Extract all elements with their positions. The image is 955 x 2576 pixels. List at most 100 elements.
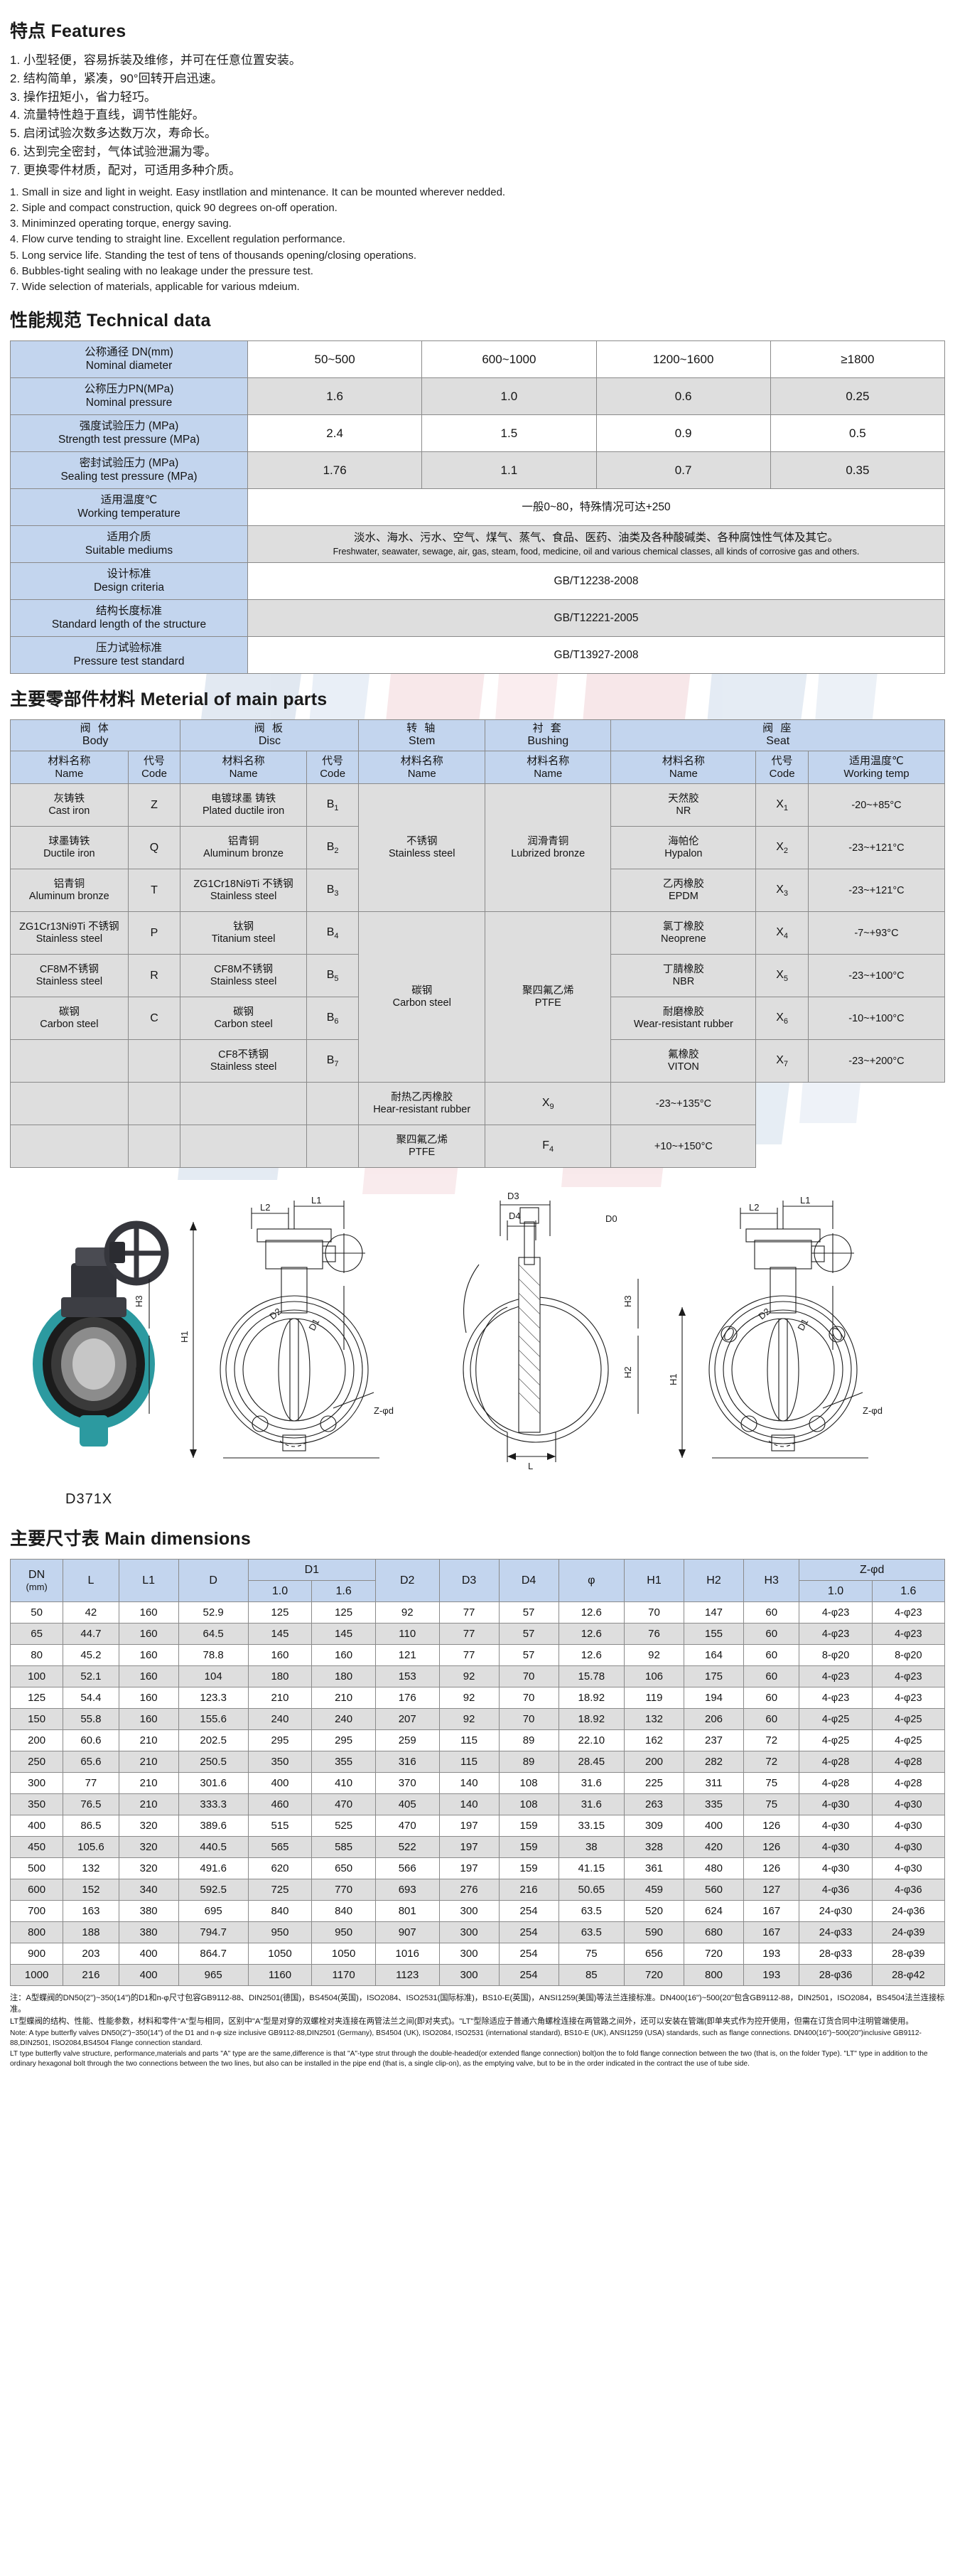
- row-label: 公称通径 DN(mm) Nominal diameter: [10, 340, 248, 379]
- dimension-cell: 8-φ20: [799, 1644, 873, 1667]
- svg-text:D1: D1: [306, 1317, 321, 1333]
- dimension-cell: 207: [374, 1708, 440, 1731]
- dn-cell: 250: [9, 1751, 64, 1773]
- dimension-cell: 522: [374, 1836, 440, 1859]
- dimension-cell: 167: [743, 1921, 800, 1944]
- dimension-cell: 459: [623, 1879, 685, 1901]
- dimensions-heading-cn: 主要尺寸表: [10, 1529, 100, 1550]
- dimension-cell: 237: [684, 1729, 745, 1752]
- dimension-cell: 320: [118, 1836, 179, 1859]
- dimension-cell: 159: [498, 1857, 559, 1880]
- seat-material-code: X1: [755, 783, 809, 827]
- dn-cell: 400: [9, 1815, 64, 1837]
- seat-material-code: X7: [755, 1039, 809, 1083]
- dimension-cell: 1123: [374, 1964, 440, 1987]
- dimension-cell: 70: [498, 1687, 559, 1710]
- dimension-cell: 125: [311, 1601, 376, 1624]
- dimensions-table: DN (mm) L L1 D D1 D2 D3 D4 φ H1 H2 H3 Z-…: [9, 1559, 946, 1987]
- dimension-cell: 840: [311, 1900, 376, 1923]
- bushing-material-name: 聚四氟乙烯 PTFE: [484, 911, 612, 1083]
- seat-material-code: F4: [484, 1125, 612, 1169]
- dimension-cell: 92: [438, 1687, 500, 1710]
- dimension-cell: 4-φ23: [871, 1623, 946, 1646]
- svg-text:H1: H1: [668, 1373, 679, 1385]
- dimension-cell: 55.8: [63, 1708, 119, 1731]
- dimension-cell: 240: [311, 1708, 376, 1731]
- valve-drawings: L2 L1 H3 H2 H1 D2 D1 Z-φd: [33, 1191, 883, 1471]
- dimension-cell: 155: [684, 1623, 745, 1646]
- dimension-cell: 680: [684, 1921, 745, 1944]
- body-material-code: Q: [127, 826, 181, 870]
- col-dn: DN (mm): [9, 1559, 64, 1603]
- dimension-cell: 320: [118, 1857, 179, 1880]
- cutaway-section-drawing: [463, 1201, 609, 1463]
- dimension-cell: 52.9: [178, 1601, 249, 1624]
- table-row-working-temperature: 适用温度℃ Working temperature 一般0~80，特殊情况可达+…: [10, 488, 945, 527]
- table-row: 公称压力PN(MPa) Nominal pressure 1.6 1.0 0.6…: [10, 377, 946, 416]
- col-name: 材料名称 Name: [484, 751, 612, 785]
- dimension-cell: 57: [498, 1623, 559, 1646]
- dimension-cell: 108: [498, 1772, 559, 1795]
- table-row: 灰铸铁 Cast iron Z 电镀球墨 铸铁 Plated ductile i…: [10, 783, 946, 913]
- dimension-cell: 155.6: [178, 1708, 249, 1731]
- cell-value: 淡水、海水、污水、空气、煤气、蒸气、食品、医药、油类及各种酸碱类、各种腐蚀性气体…: [247, 525, 945, 564]
- drawings-band: L2 L1 H3 H2 H1 D2 D1 Z-φd: [10, 1179, 945, 1513]
- dimension-cell: 4-φ30: [799, 1857, 873, 1880]
- dimension-cell: 121: [374, 1644, 440, 1667]
- seat-material-code: X5: [755, 954, 809, 998]
- seat-material-name: 耐磨橡胶 Wear-resistant rubber: [610, 997, 757, 1041]
- table-row: 聚四氟乙烯 PTFE F4 +10~+150°C: [10, 1125, 945, 1169]
- dimension-cell: 197: [438, 1857, 500, 1880]
- col-code: 代号 Code: [755, 751, 809, 785]
- dimension-cell: 75: [558, 1943, 625, 1965]
- dimension-cell: 300: [438, 1964, 500, 1987]
- dimension-cell: 4-φ30: [871, 1836, 946, 1859]
- dimension-cell: 160: [311, 1644, 376, 1667]
- dimension-cell: 770: [311, 1879, 376, 1901]
- dimension-cell: 410: [311, 1772, 376, 1795]
- dimension-cell: 210: [311, 1687, 376, 1710]
- dimension-cell: 110: [374, 1623, 440, 1646]
- dimension-cell: 725: [247, 1879, 313, 1901]
- svg-text:D2: D2: [756, 1306, 772, 1321]
- dimension-cell: 590: [623, 1921, 685, 1944]
- dimension-cell: 400: [684, 1815, 745, 1837]
- note-en-1: Note: A type butterfly valves DN50(2")~3…: [10, 2029, 922, 2047]
- svg-text:H3: H3: [622, 1295, 633, 1307]
- seat-material-code: X6: [755, 997, 809, 1041]
- dimension-cell: 300: [438, 1921, 500, 1944]
- dimension-cell: 4-φ23: [871, 1687, 946, 1710]
- dimension-cell: 4-φ25: [871, 1729, 946, 1752]
- note-en-2: LT type butterfly valve structure, perfo…: [10, 2049, 928, 2068]
- col-name: 材料名称 Name: [610, 751, 757, 785]
- dn-cell: 350: [9, 1793, 64, 1816]
- dimension-cell: 350: [247, 1751, 313, 1773]
- dimension-cell: 4-φ36: [871, 1879, 946, 1901]
- dimension-cell: 33.15: [558, 1815, 625, 1837]
- seat-material-name: 氯丁橡胶 Neoprene: [610, 911, 757, 955]
- dimension-cell: 592.5: [178, 1879, 249, 1901]
- table-row: 压力试验标准 Pressure test standard GB/T13927-…: [10, 636, 945, 675]
- disc-material-name: CF8不锈钢 Stainless steel: [180, 1039, 307, 1083]
- feature-item: 2. Siple and compact construction, quick…: [10, 201, 338, 214]
- dimension-cell: 491.6: [178, 1857, 249, 1880]
- dimension-cell: 4-φ25: [871, 1708, 946, 1731]
- col-d1-1-0: 1.0: [247, 1580, 313, 1603]
- body-material-code: C: [127, 997, 181, 1041]
- dimension-cell: 160: [118, 1644, 179, 1667]
- dimension-cell: 8-φ20: [871, 1644, 946, 1667]
- dimension-cell: 250.5: [178, 1751, 249, 1773]
- table-row: 铝青铜 Aluminum bronze T ZG1Cr18Ni9Ti 不锈钢 S…: [10, 869, 946, 913]
- dimension-cell: 159: [498, 1836, 559, 1859]
- dimension-cell: 126: [743, 1836, 800, 1859]
- dimension-cell: 295: [311, 1729, 376, 1752]
- disc-material-name: 电镀球墨 铸铁 Plated ductile iron: [180, 783, 307, 827]
- dimension-cell: 361: [623, 1857, 685, 1880]
- row-label: 密封试验压力 (MPa) Sealing test pressure (MPa): [10, 451, 248, 490]
- dimension-cell: 210: [247, 1687, 313, 1710]
- dimension-cell: 4-φ30: [799, 1815, 873, 1837]
